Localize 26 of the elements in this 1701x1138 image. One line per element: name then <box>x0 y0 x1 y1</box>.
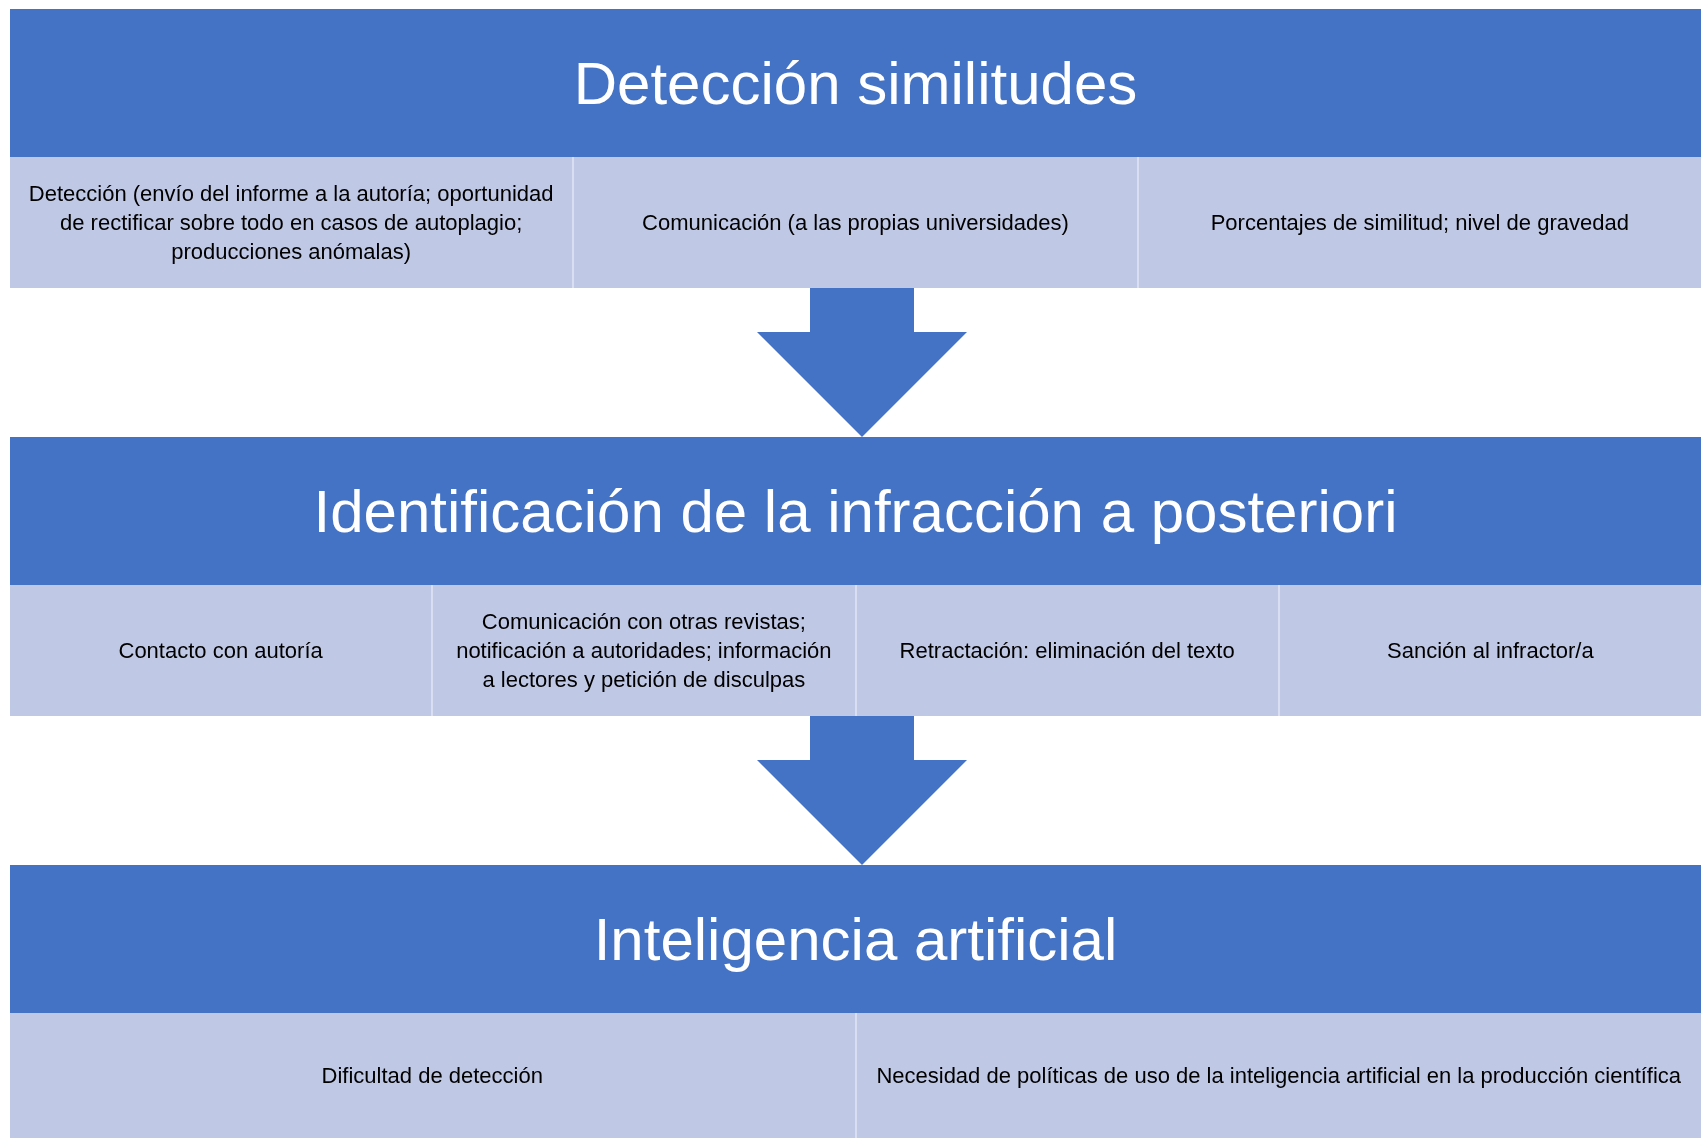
section-panel <box>10 437 1701 716</box>
cell-text: Dificultad de detección <box>321 1062 543 1090</box>
section-heading: Detección similitudes <box>573 48 1138 119</box>
cell-text: Comunicación (a las propias universidades) <box>642 209 1069 237</box>
section-heading: Inteligencia artificial <box>593 904 1118 975</box>
cell-text: Necesidad de políticas de uso de la inteligencia artificial en la producción científica <box>876 1062 1682 1090</box>
topic-cell <box>10 585 432 716</box>
topic-cell <box>854 585 1278 716</box>
topic-cell <box>10 157 573 288</box>
section-panel <box>10 865 1701 1138</box>
block-arrow <box>757 716 967 865</box>
topic-cell <box>1136 157 1701 288</box>
topic-cell <box>854 1013 1701 1138</box>
topic-cell <box>1277 585 1701 716</box>
cell-text: Contacto con autoría <box>118 637 323 665</box>
cell-text: Comunicación con otras revistas; notificación a autoridades; información a lectores y petición de disculpas <box>455 608 833 694</box>
topic-cell <box>10 1013 855 1138</box>
topic-cell <box>572 157 1137 288</box>
cell-text: Retractación: eliminación del texto <box>899 637 1235 665</box>
topic-cell <box>431 585 855 716</box>
cell-text: Sanción al infractor/a <box>1387 637 1594 665</box>
section-panel <box>10 9 1701 288</box>
cell-text: Detección (envío del informe a la autoría; oportunidad de rectificar sobre todo en casos de autoplagio; producciones anómalas) <box>27 180 555 266</box>
block-arrow <box>757 288 967 437</box>
section-heading: Identificación de la infracción a posteriori <box>313 476 1398 547</box>
cell-text: Porcentajes de similitud; nivel de gravedad <box>1210 209 1629 237</box>
